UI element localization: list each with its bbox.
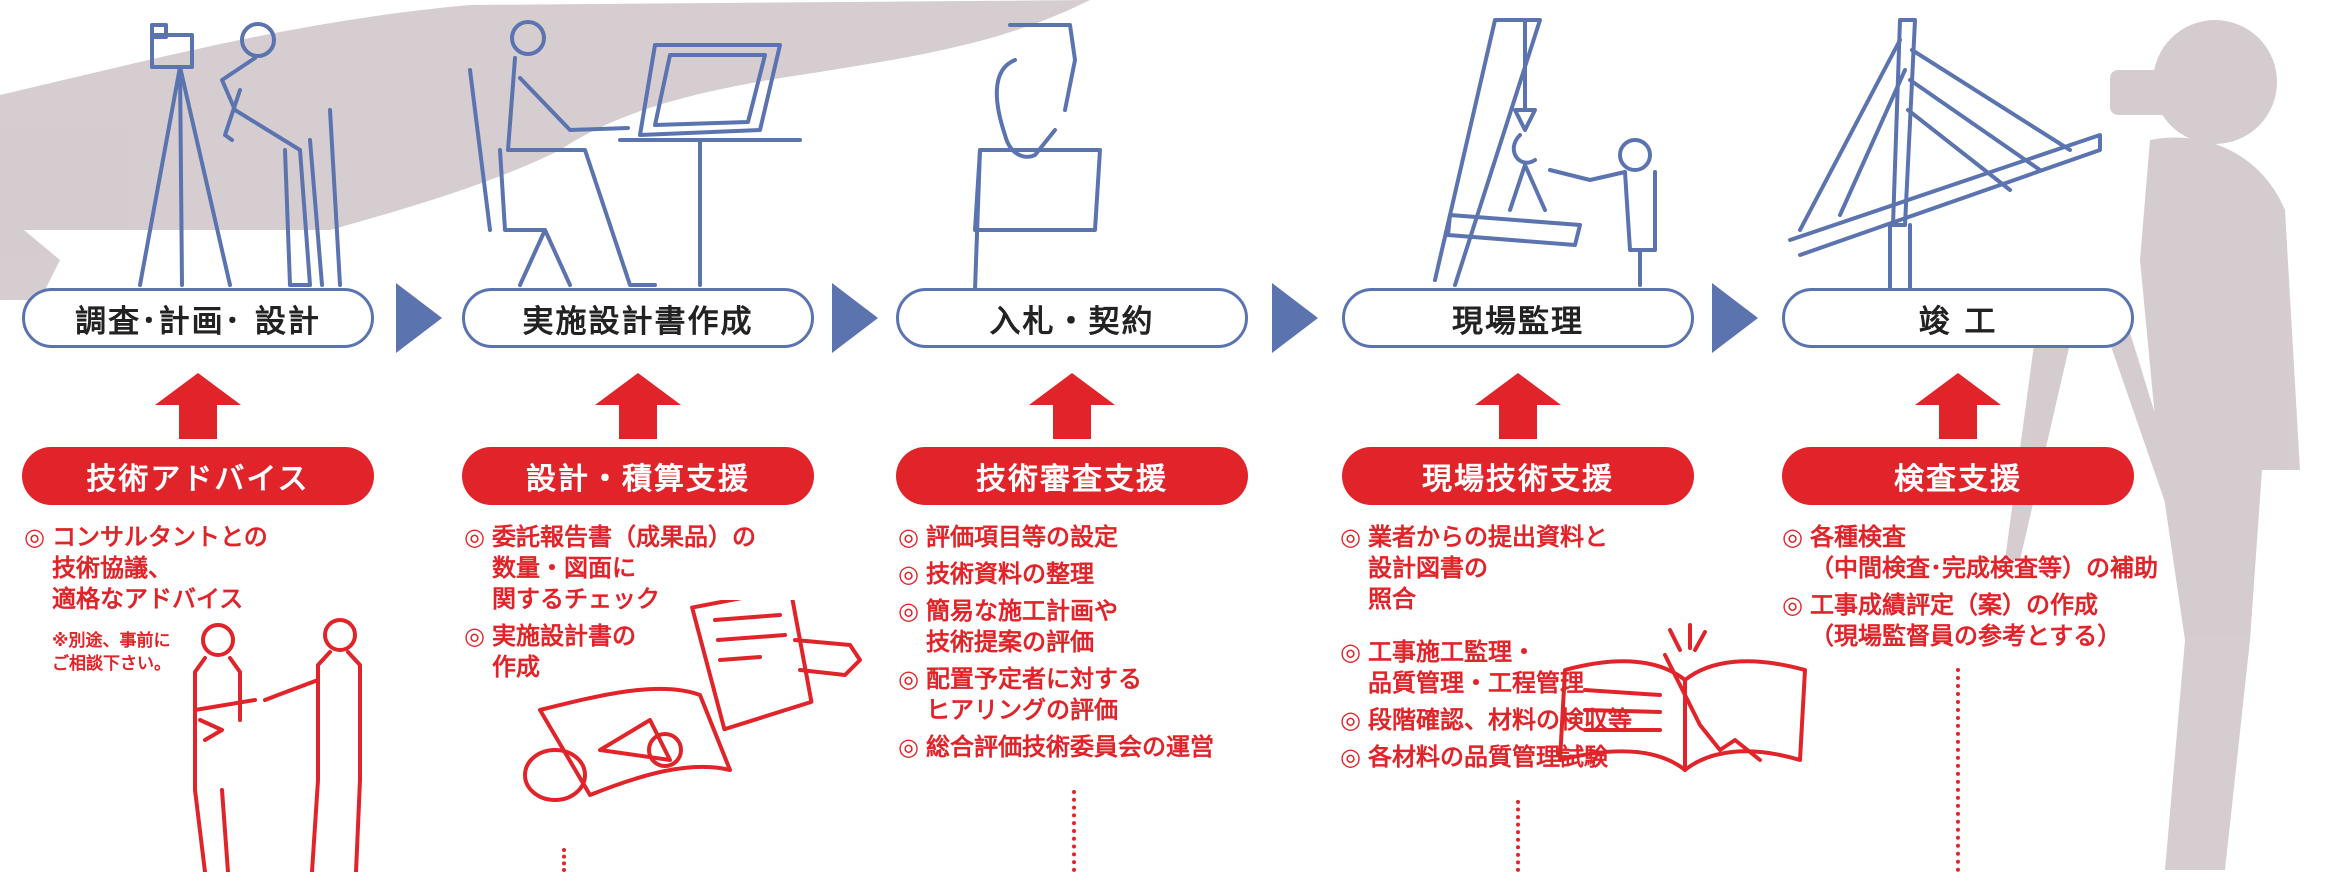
support-list-technical-review: ◎評価項目等の設定 ◎技術資料の整理 ◎簡易な施工計画や 技術提案の評価 ◎配置… — [898, 522, 1214, 763]
dotted-connector — [1516, 800, 1520, 872]
document-check-icon — [523, 600, 862, 802]
list-item: ◎評価項目等の設定 — [898, 523, 1118, 551]
flow-chevron-icon — [1272, 283, 1318, 353]
large-bird-silhouette — [0, 0, 1090, 230]
support-design-estimation: 設計・積算支援 — [462, 447, 814, 505]
consultation-people-icon — [193, 618, 362, 872]
list-item: ◎配置予定者に対する ヒアリングの評価 — [898, 665, 1142, 724]
support-onsite-technical: 現場技術支援 — [1342, 447, 1694, 505]
support-list-design-estimation: ◎委託報告書（成果品）の 数量・図面に 関するチェック ◎実施設計書の 作成 — [464, 522, 756, 683]
support-list-technical-advice: ◎コンサルタントとの 技術協議、 適格なアドバイス — [24, 522, 268, 615]
surveyor-silhouette-instrument — [2110, 70, 2190, 115]
stage-implementation-design: 実施設計書作成 — [462, 288, 814, 348]
list-item: ◎委託報告書（成果品）の 数量・図面に 関するチェック — [464, 523, 756, 613]
surveyor-icon — [138, 22, 342, 287]
flow-chevron-icon — [1712, 283, 1758, 353]
dotted-connector — [562, 848, 566, 872]
stage-completion: 竣 工 — [1782, 288, 2134, 348]
list-item: ◎工事施工監理・ 品質管理・工程管理 — [1340, 638, 1584, 697]
list-item: ◎業者からの提出資料と 設計図書の 照合 — [1340, 523, 1608, 613]
list-item: ◎実施設計書の 作成 — [464, 622, 636, 681]
list-item: ◎簡易な施工計画や 技術提案の評価 — [898, 597, 1118, 656]
up-arrow-icon — [1915, 373, 2001, 439]
flow-chevron-icon — [396, 283, 442, 353]
stage-survey-plan-design: 調査･計画･ 設計 — [22, 288, 374, 348]
support-illustrations — [193, 600, 1807, 872]
stage-site-supervision: 現場監理 — [1342, 288, 1694, 348]
list-item: ◎各種検査 （中間検査･完成検査等）の補助 — [1782, 523, 2158, 582]
support-technical-advice: 技術アドバイス — [22, 447, 374, 505]
bridge-icon — [1788, 18, 2102, 292]
stage-bidding-contract: 入札・契約 — [896, 288, 1248, 348]
flow-chevron-icon — [832, 283, 878, 353]
stage-illustrations — [138, 18, 2102, 300]
dotted-connector — [1956, 668, 1960, 872]
list-item: ◎技術資料の整理 — [898, 560, 1094, 588]
dotted-connector — [1072, 790, 1076, 872]
edge-silhouette — [0, 210, 60, 300]
up-arrow-icon — [595, 373, 681, 439]
consultation-note: ※別途、事前に ご相談下さい。 — [52, 631, 171, 674]
up-arrow-icon — [1029, 373, 1115, 439]
support-list-inspection: ◎各種検査 （中間検査･完成検査等）の補助 ◎工事成績評定（案）の作成 （現場監… — [1782, 522, 2158, 652]
list-item: ◎工事成績評定（案）の作成 （現場監督員の参考とする） — [1782, 591, 2122, 650]
designer-at-desk-icon — [468, 20, 802, 287]
surveyor-silhouette-body — [2140, 137, 2300, 871]
support-inspection: 検査支援 — [1782, 447, 2134, 505]
support-technical-review: 技術審査支援 — [896, 447, 1248, 505]
crane-supervisor-icon — [1433, 18, 1657, 287]
surveyor-silhouette-leg — [2095, 300, 2200, 560]
list-item: ◎総合評価技術委員会の運営 — [898, 733, 1214, 761]
hand-holding-document-icon — [973, 23, 1102, 300]
list-item: ◎コンサルタントとの 技術協議、 適格なアドバイス — [24, 523, 268, 613]
up-arrow-icon — [155, 373, 241, 439]
up-arrow-icon — [1475, 373, 1561, 439]
open-book-icon — [1558, 623, 1807, 772]
